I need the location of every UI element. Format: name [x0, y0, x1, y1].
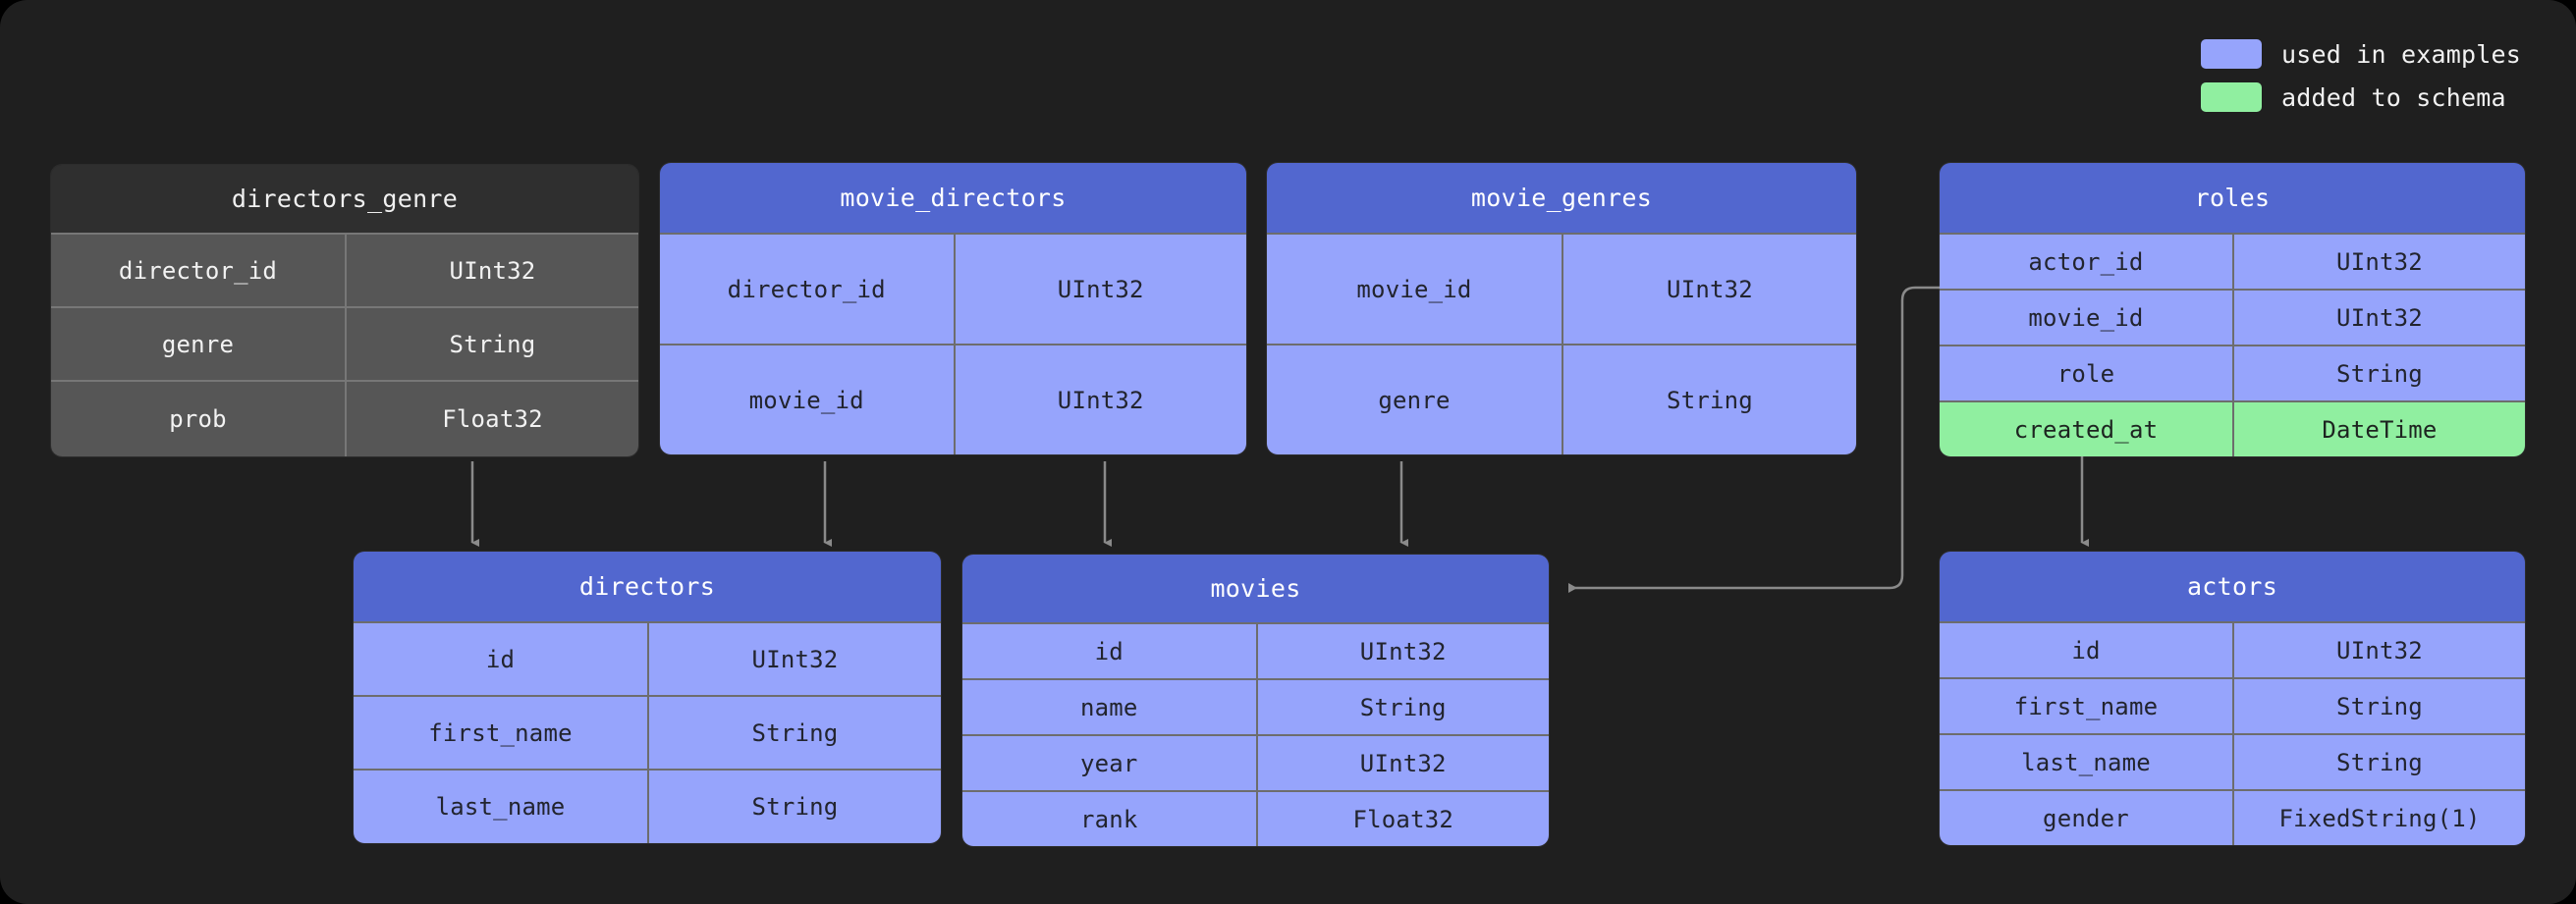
table-row: last_name String [354, 769, 941, 843]
table-row: gender FixedString(1) [1940, 789, 2525, 845]
column-name: prob [51, 380, 345, 456]
table-title-directors: directors [354, 552, 941, 621]
table-row: genre String [1267, 344, 1856, 454]
column-name: year [962, 734, 1256, 790]
table-row: actor_id UInt32 [1940, 233, 2525, 289]
column-name: last_name [354, 769, 647, 843]
column-type: UInt32 [2232, 621, 2525, 677]
column-name: role [1940, 345, 2232, 400]
column-type: UInt32 [1562, 233, 1856, 344]
column-type: FixedString(1) [2232, 789, 2525, 845]
column-type: DateTime [2232, 400, 2525, 456]
column-type: Float32 [345, 380, 638, 456]
column-name: director_id [660, 233, 954, 344]
table-row: last_name String [1940, 733, 2525, 789]
column-type: UInt32 [2232, 233, 2525, 289]
column-name: genre [1267, 344, 1562, 454]
column-name: id [1940, 621, 2232, 677]
column-name: actor_id [1940, 233, 2232, 289]
table-row: movie_id UInt32 [1267, 233, 1856, 344]
column-name: director_id [51, 233, 345, 306]
column-type: String [2232, 677, 2525, 733]
column-type: UInt32 [953, 344, 1246, 454]
column-name: id [962, 622, 1256, 678]
column-type: UInt32 [953, 233, 1246, 344]
table-row: rank Float32 [962, 790, 1549, 846]
column-type: UInt32 [345, 233, 638, 306]
column-name: rank [962, 790, 1256, 846]
column-name: id [354, 621, 647, 695]
column-type: String [345, 306, 638, 380]
legend-item-added-to-schema: added to schema [2200, 82, 2521, 112]
legend: used in examples added to schema [2200, 39, 2521, 112]
table-row: first_name String [1940, 677, 2525, 733]
column-type: String [2232, 345, 2525, 400]
table-row: id UInt32 [962, 622, 1549, 678]
table-movies[interactable]: movies id UInt32 name String year UInt32… [962, 555, 1549, 846]
column-type: String [1562, 344, 1856, 454]
legend-swatch-added-to-schema [2200, 82, 2262, 112]
table-row: first_name String [354, 695, 941, 769]
table-row: genre String [51, 306, 638, 380]
table-row: director_id UInt32 [51, 233, 638, 306]
column-type: UInt32 [2232, 289, 2525, 345]
column-type: String [647, 769, 941, 843]
table-row: year UInt32 [962, 734, 1549, 790]
table-title-movies: movies [962, 555, 1549, 622]
column-name: movie_id [1267, 233, 1562, 344]
table-title-roles: roles [1940, 163, 2525, 233]
table-directors-genre[interactable]: directors_genre director_id UInt32 genre… [51, 165, 638, 456]
column-name: genre [51, 306, 345, 380]
table-title-directors-genre: directors_genre [51, 165, 638, 233]
table-row: movie_id UInt32 [1940, 289, 2525, 345]
column-type: UInt32 [1255, 622, 1549, 678]
column-name: first_name [1940, 677, 2232, 733]
column-type: String [647, 695, 941, 769]
table-movie-directors[interactable]: movie_directors director_id UInt32 movie… [660, 163, 1246, 454]
table-directors[interactable]: directors id UInt32 first_name String la… [354, 552, 941, 843]
legend-label-added-to-schema: added to schema [2280, 82, 2506, 112]
column-type: Float32 [1255, 790, 1549, 846]
column-name: movie_id [660, 344, 954, 454]
legend-swatch-used-in-examples [2200, 39, 2262, 69]
table-row: role String [1940, 345, 2525, 400]
column-name: name [962, 678, 1256, 734]
column-name: first_name [354, 695, 647, 769]
legend-item-used-in-examples: used in examples [2200, 39, 2521, 69]
table-title-movie-genres: movie_genres [1267, 163, 1856, 233]
cut-off-text-strip: ········································… [0, 890, 2576, 904]
table-row: prob Float32 [51, 380, 638, 456]
column-name: gender [1940, 789, 2232, 845]
table-actors[interactable]: actors id UInt32 first_name String last_… [1940, 552, 2525, 845]
table-title-actors: actors [1940, 552, 2525, 621]
table-roles[interactable]: roles actor_id UInt32 movie_id UInt32 ro… [1940, 163, 2525, 456]
column-name: movie_id [1940, 289, 2232, 345]
column-type: String [2232, 733, 2525, 789]
table-title-movie-directors: movie_directors [660, 163, 1246, 233]
table-row: movie_id UInt32 [660, 344, 1246, 454]
table-row-added: created_at DateTime [1940, 400, 2525, 456]
column-name: last_name [1940, 733, 2232, 789]
column-type: UInt32 [1255, 734, 1549, 790]
cut-off-text: ········································… [0, 890, 2576, 901]
table-row: name String [962, 678, 1549, 734]
table-movie-genres[interactable]: movie_genres movie_id UInt32 genre Strin… [1267, 163, 1856, 454]
column-name: created_at [1940, 400, 2232, 456]
column-type: UInt32 [647, 621, 941, 695]
table-row: id UInt32 [354, 621, 941, 695]
table-row: id UInt32 [1940, 621, 2525, 677]
column-type: String [1255, 678, 1549, 734]
table-row: director_id UInt32 [660, 233, 1246, 344]
legend-label-used-in-examples: used in examples [2280, 39, 2521, 69]
